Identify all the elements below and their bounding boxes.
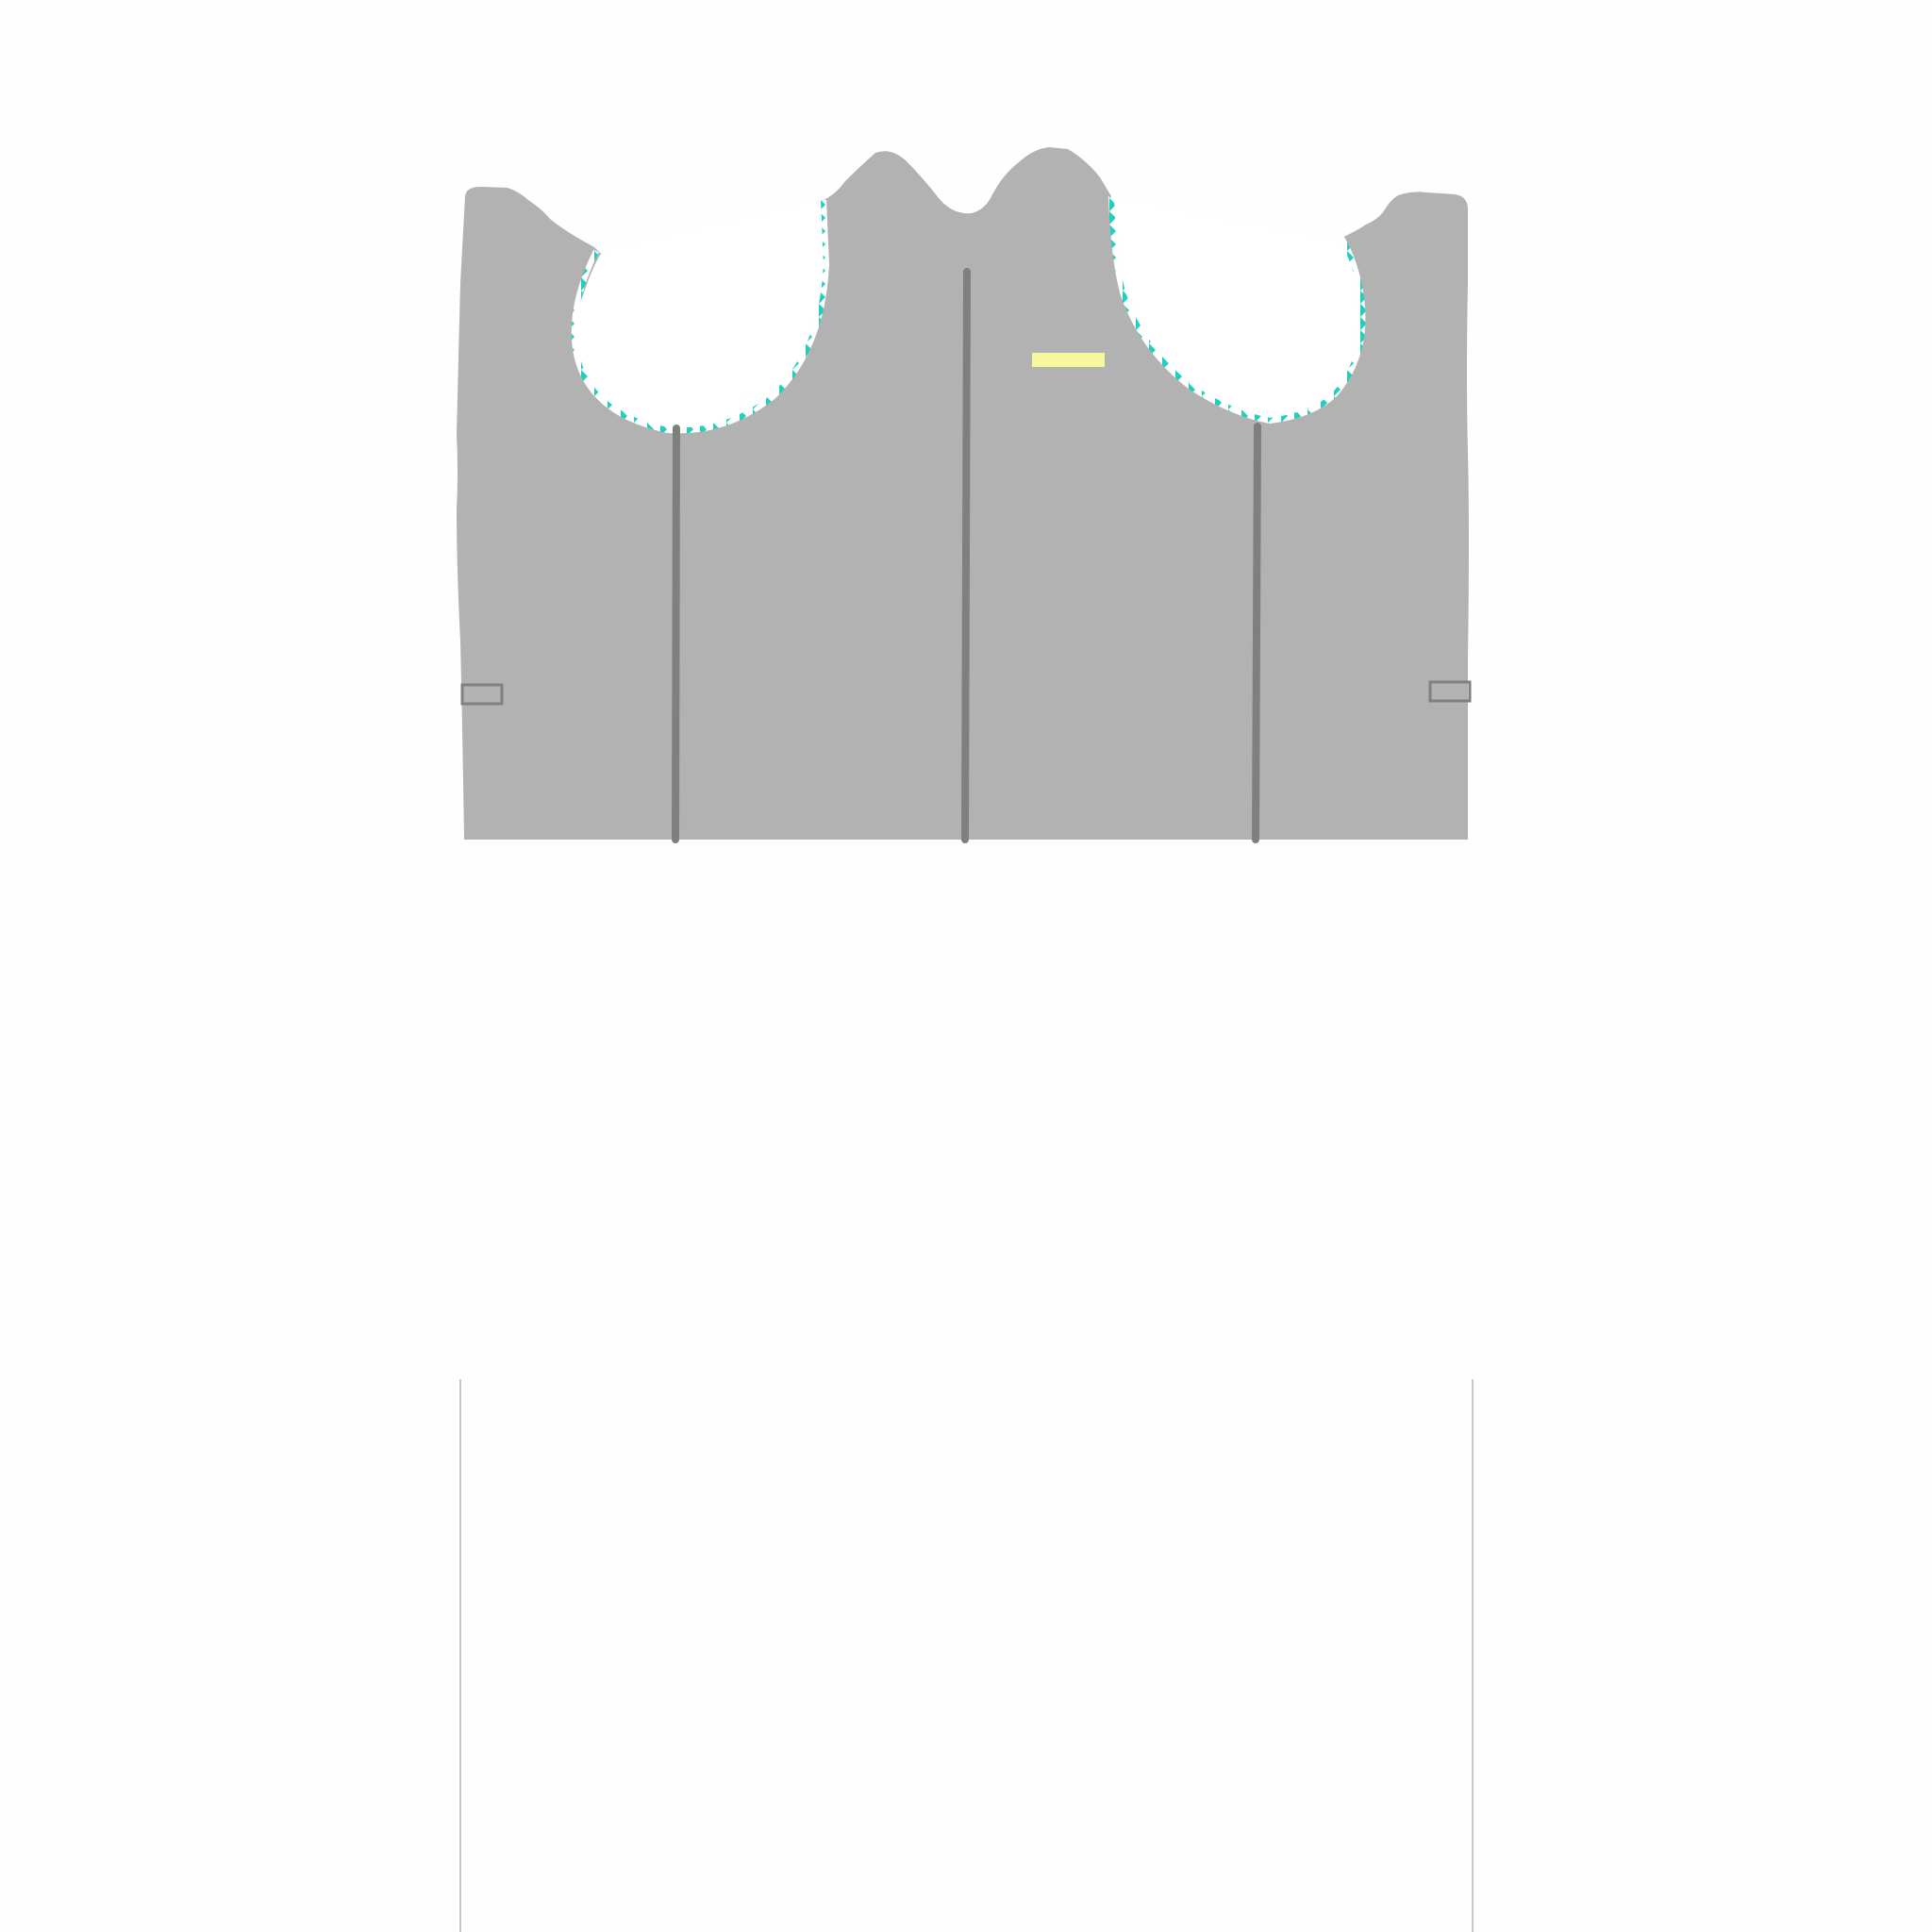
- seam-line-right: [1252, 423, 1261, 843]
- pocket-welt-right: [1428, 680, 1472, 703]
- seam-line-left: [672, 425, 680, 843]
- seam-line-center: [961, 268, 971, 843]
- scallop-fill-right: [1117, 198, 1357, 415]
- scallop-opening-right: [1108, 195, 1366, 425]
- label-patch: [1032, 353, 1105, 367]
- scallop-trim-right: [1108, 195, 1366, 425]
- pocket-welt-left: [460, 683, 504, 706]
- scallop-fill-left: [577, 202, 821, 425]
